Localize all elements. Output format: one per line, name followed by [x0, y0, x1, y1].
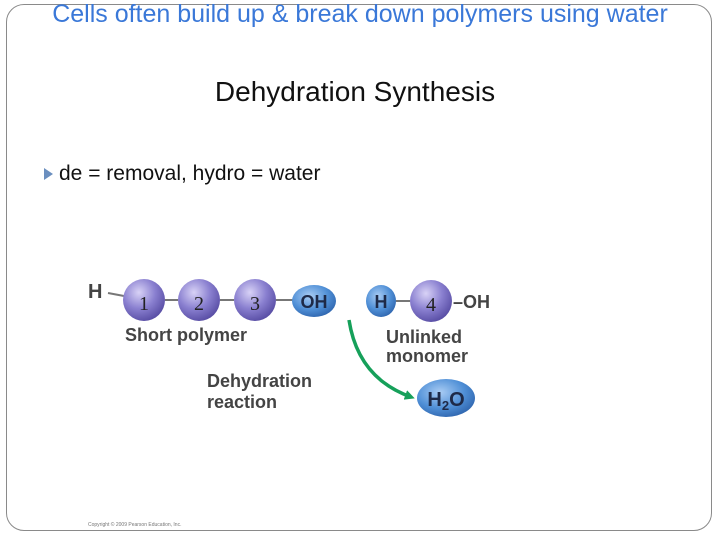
h-group-label: H — [375, 292, 388, 312]
monomer-3-ball — [234, 279, 276, 321]
oh-group-oval — [292, 285, 336, 317]
reaction-label-line1: Dehydration — [207, 371, 312, 391]
unlinked-label-line1: Unlinked — [386, 327, 462, 347]
reaction-label-line2: reaction — [207, 392, 277, 412]
water-o: O — [449, 389, 465, 411]
copyright-text: Copyright © 2009 Pearson Education, Inc. — [88, 522, 182, 528]
unlinked-label-line2: monomer — [386, 346, 468, 366]
water-oval — [417, 379, 475, 417]
monomer-2-label: 2 — [194, 293, 204, 315]
bullet-text: de = removal, hydro = water — [59, 162, 321, 185]
bullet-point: de = removal, hydro = water — [44, 162, 320, 186]
water-formula: H2O — [427, 389, 464, 413]
slide-subtitle: Dehydration Synthesis — [214, 76, 496, 107]
oh-group-label: OH — [301, 292, 328, 312]
monomer-2-ball — [178, 279, 220, 321]
monomer-1-label: 1 — [139, 293, 149, 315]
monomer-3-label: 3 — [250, 293, 260, 315]
oh-monomer-label: –OH — [453, 292, 490, 312]
monomer-4-ball — [410, 280, 452, 322]
reaction-arrow — [347, 319, 415, 400]
short-polymer-label: Short polymer — [125, 325, 247, 345]
h-atom-left: H — [88, 281, 102, 303]
monomer-4-label: 4 — [426, 294, 436, 316]
h-group-oval — [366, 285, 396, 317]
slide-frame — [6, 4, 712, 531]
water-subscript: 2 — [442, 398, 449, 413]
bullet-arrow-icon — [44, 168, 53, 180]
slide-title: Cells often build up & break down polyme… — [52, 0, 668, 28]
bond-line — [107, 292, 125, 297]
water-h: H — [427, 389, 441, 411]
monomer-1-ball — [123, 279, 165, 321]
